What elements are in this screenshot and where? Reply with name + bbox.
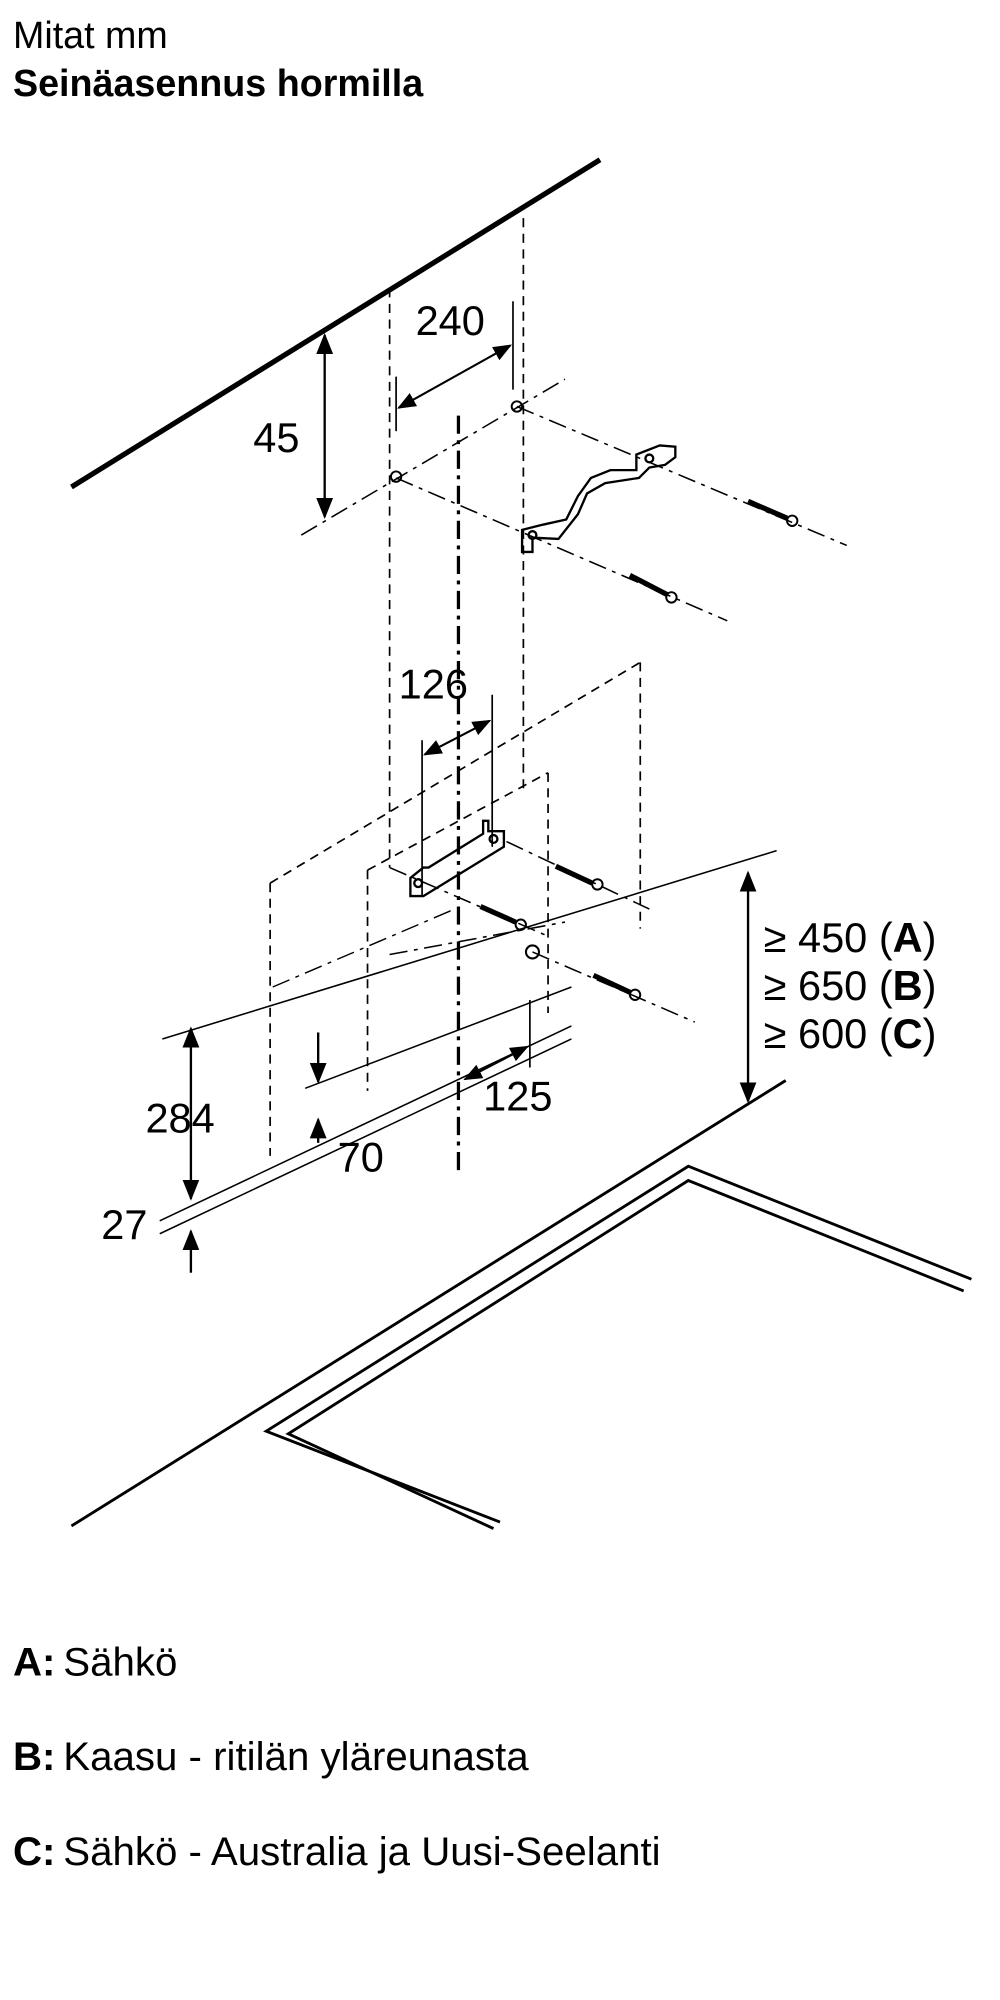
dim-45-label: 45 [253,414,299,461]
hole-icon [510,400,524,413]
screw-icon [628,573,678,604]
clearance-a: ≥ 450 (A) [764,914,937,961]
clearance-b: ≥ 650 (B) [764,962,937,1009]
dim-284-label: 284 [145,1094,214,1141]
screw-icon [747,498,799,527]
hood-bracket-icon [409,819,506,898]
units-label: Mitat mm [13,14,168,56]
hole-icon [389,470,403,483]
clearance-c: ≥ 600 (C) [764,1010,937,1057]
legend: A:Sähkö B:Kaasu - ritilän yläreunasta C:… [13,1639,661,1874]
dim-126-label: 126 [399,661,468,708]
page-title: Seinäasennus hormilla [13,62,424,104]
hole-icon [524,944,540,960]
hood-outline [269,661,642,1156]
dim-27-label: 27 [101,1201,147,1248]
screw-icon [554,863,604,891]
screw-icon [592,972,642,1001]
dim-240-arrow [397,344,513,409]
legend-item-c: C:Sähkö - Australia ja Uusi-Seelanti [13,1829,661,1874]
hob-outline [70,1079,972,1530]
dim-125-label: 125 [483,1072,552,1119]
dim-125-arrow [463,1045,529,1081]
dim-240-label: 240 [416,297,485,344]
dim-126-arrow [423,719,492,756]
screw-icon [479,904,527,931]
dim-70-label: 70 [338,1133,384,1180]
ceiling-line [70,157,602,490]
legend-item-a: A:Sähkö [13,1639,177,1684]
ceiling-bracket-icon [520,444,677,554]
legend-item-b: B:Kaasu - ritilän yläreunasta [13,1734,529,1779]
hole-axis-line [300,378,566,536]
